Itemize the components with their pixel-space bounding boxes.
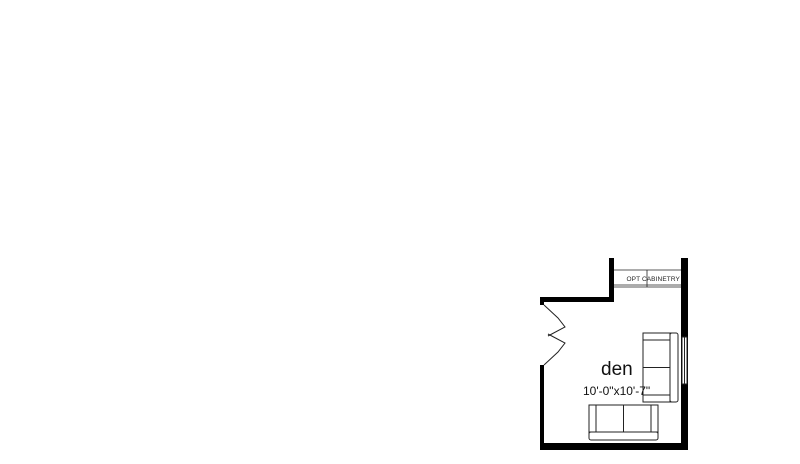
wall-left-lower [540, 365, 544, 450]
wall-cabinet-left [609, 258, 614, 302]
sofa-bottom-arm-left [588, 404, 597, 433]
sofa-bottom [588, 404, 659, 441]
sofa-right-arm-top [642, 332, 671, 341]
bifold-door [543, 304, 566, 366]
door-leaf-lower [543, 333, 566, 366]
wall-top [540, 297, 614, 302]
cabinetry [614, 269, 681, 288]
door-leaf-upper [543, 304, 566, 337]
room-name: den [601, 359, 633, 380]
wall-left-upper [540, 297, 544, 305]
wall-bottom [540, 443, 685, 450]
room-dimensions: 10'-0"x10'-7" [583, 384, 650, 398]
sofa-right [642, 332, 679, 403]
sofa-bottom-arm-right [650, 404, 659, 433]
cabinetry-label: OPT CABINETRY [627, 276, 681, 283]
sofa-right-arm-bottom [642, 394, 671, 403]
sofa-bottom-back [588, 431, 659, 441]
sofa-right-back [669, 332, 679, 403]
window [681, 336, 688, 385]
